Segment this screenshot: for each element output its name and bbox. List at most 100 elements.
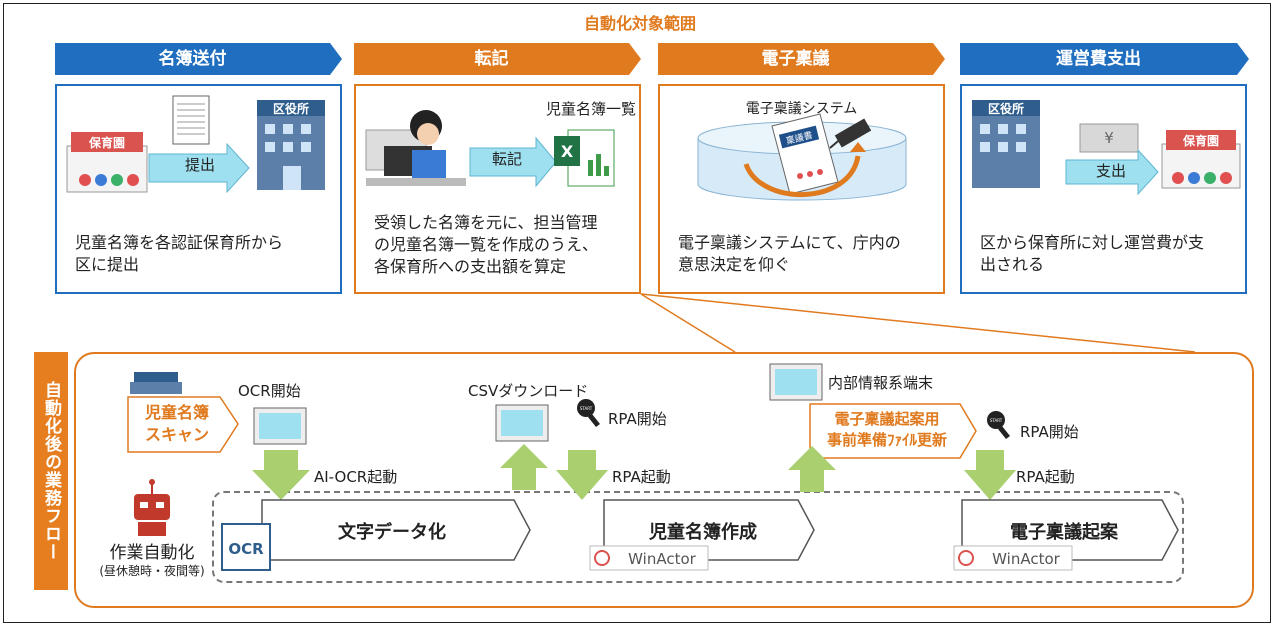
ringi-document-icon: 稟議書: [771, 113, 839, 195]
stage-desc-3: 電子稟議システムにて、庁内の 意思決定を仰ぐ: [678, 232, 901, 276]
flow-side-label: 自動化後の業務フロー: [34, 352, 68, 590]
worker-icon: [365, 110, 466, 186]
nursery-sign-1: 保育園: [88, 135, 125, 150]
excel-icon: X: [554, 129, 615, 187]
document-icon: [172, 95, 210, 145]
stage-desc-3-line-2: 意思決定を仰ぐ: [678, 255, 791, 274]
stage-desc-2-line-3: 各保育所への支出額を算定: [374, 257, 567, 276]
monitor-icon-internal: [769, 363, 823, 401]
ai-ocr-launch-label: AI-OCR起動: [314, 468, 398, 486]
up-arrow-icon-2: [788, 446, 836, 492]
rpa-start-label-1: RPA開始: [608, 410, 667, 428]
rpa-start-badge-icon-2: START: [987, 411, 1010, 439]
stage-header-shape-1: [55, 43, 342, 75]
office-sign-2: 区役所: [988, 101, 1024, 116]
rpa-start-label-2: RPA開始: [1020, 423, 1079, 441]
child-list-label: 児童名簿一覧: [546, 100, 637, 118]
ringi-prep-line-1: 電子稟議起案用: [834, 410, 940, 428]
nursery-sign-2: 保育園: [1182, 133, 1219, 148]
csv-download-label: CSVダウンロード: [468, 382, 589, 400]
stage-desc-2: 受領した名簿を元に、担当管理 の児童名簿一覧を作成のうえ、 各保育所への支出額を…: [374, 212, 598, 278]
stage-desc-4-line-1: 区から保育所に対し運営費が支: [980, 233, 1205, 252]
rpa-start-badge-icon-1: START: [577, 399, 600, 427]
rpa-launch-label-2: RPA起動: [1016, 468, 1075, 486]
winactor-logo-icon-2: WinActor: [953, 545, 1073, 571]
monitor-icon-ocr: [253, 407, 307, 445]
payment-arrow-icon: [1065, 148, 1159, 196]
process-label-3: 電子稟議起案: [1010, 522, 1118, 543]
stage-title-3: 電子稟議: [761, 49, 830, 69]
start-badge-text-2: START: [990, 418, 1003, 423]
stage-title-1: 名簿送付: [158, 49, 227, 69]
monitor-icon-csv: [495, 404, 549, 442]
stage-desc-4: 区から保育所に対し運営費が支 出される: [980, 232, 1204, 276]
stage-desc-2-line-1: 受領した名簿を元に、担当管理: [374, 213, 598, 232]
scan-label-line-2: スキャン: [144, 425, 209, 444]
stage-headers: [55, 43, 1249, 75]
robot-icon: [134, 479, 170, 536]
transcribe-label: 転記: [491, 150, 522, 168]
ringi-prep-label: 電子稟議起案用 事前準備ﾌｧｲﾙ更新: [814, 409, 960, 451]
stage-header-shape-4: [960, 43, 1249, 75]
zoom-line-right: [640, 293, 1196, 353]
approval-flow-arrow-icon: [743, 155, 861, 197]
nursery-building-icon: [66, 132, 148, 193]
svg-text:X: X: [561, 142, 574, 161]
flow-container: [74, 352, 1254, 608]
diagram-frame: [3, 3, 1271, 623]
process-label-1: 文字データ化: [338, 522, 446, 543]
banknote-icon: ¥: [1079, 123, 1139, 153]
stage-desc-2-line-2: の児童名簿一覧を作成のうえ、: [374, 235, 599, 254]
scan-label-line-1: 児童名簿: [144, 403, 209, 422]
rpa-launch-label-1: RPA起動: [612, 468, 671, 486]
up-arrow-icon-1: [500, 444, 548, 490]
nursery-building-icon-2: [1161, 130, 1241, 189]
process-label-2: 児童名簿作成: [649, 522, 757, 543]
stage4-illustration: 区役所 ¥ 保育園: [972, 100, 1241, 196]
ocr-start-label: OCR開始: [238, 382, 301, 400]
stage-desc-1-line-2: 区に提出: [75, 255, 140, 274]
winactor-text-2: WinActor: [992, 550, 1060, 568]
winactor-text-1: WinActor: [628, 550, 696, 568]
stage-title-4: 運営費支出: [1056, 49, 1141, 69]
start-badge-text-1: START: [580, 406, 593, 411]
scanner-icon: [130, 372, 182, 394]
stage-desc-1: 児童名簿を各認証保育所から 区に提出: [75, 232, 283, 276]
robot-label: 作業自動化: [109, 543, 195, 563]
stage-title-2: 転記: [474, 49, 509, 69]
stage-header-shape-3: [658, 43, 945, 75]
hand-pen-icon: [829, 118, 872, 149]
down-arrow-icon-1: [252, 450, 310, 500]
stage-header-shape-2: [354, 43, 641, 75]
transcribe-arrow-icon: [469, 136, 557, 188]
ringi-prep-line-2: 事前準備ﾌｧｲﾙ更新: [826, 431, 947, 449]
down-arrow-icon-2: [556, 450, 608, 500]
ward-office-icon: [257, 100, 325, 190]
ringi-system-label: 電子稟議システム: [745, 101, 858, 117]
stage-desc-1-line-1: 児童名簿を各認証保育所から: [75, 233, 284, 252]
payment-label: 支出: [1095, 162, 1126, 180]
stage-box-4: 区役所 ¥ 保育園 支出 区から保育所に対し運営費が支 出される: [960, 84, 1247, 294]
robot-sub-label: (昼休憩時・夜間等): [99, 564, 205, 578]
robot-process-area: [212, 491, 1184, 583]
ward-office-icon-2: [972, 100, 1040, 188]
money-symbol: ¥: [1104, 129, 1114, 147]
stage-box-2: X 児童名簿一覧 転記 受領した名簿を元に、担当管理 の児童名簿一覧を作成のうえ…: [354, 84, 641, 294]
stage1-illustration: 保育園 区役所: [66, 95, 325, 194]
stage-desc-4-line-2: 出される: [980, 255, 1045, 274]
winactor-logo-icon-1: WinActor: [589, 545, 709, 571]
scan-shape: [127, 396, 239, 453]
scope-title: 自動化対象範囲: [583, 14, 696, 33]
stage-box-3: 電子稟議システム 稟議書 電子稟議システムにて、庁内の 意思決定を仰ぐ: [658, 84, 945, 294]
submit-label: 提出: [184, 156, 215, 174]
stage-desc-3-line-1: 電子稟議システムにて、庁内の: [678, 233, 901, 252]
down-arrow-icon-3: [964, 450, 1016, 500]
zoom-line-left: [640, 293, 736, 353]
ocr-logo-icon: OCR: [221, 523, 271, 571]
submit-arrow-icon: [148, 142, 250, 194]
scan-label: 児童名簿 スキャン: [132, 402, 222, 446]
stage-box-1: 保育園 区役所 提出 児童名簿を各認証保育所から 区に提出: [55, 84, 342, 294]
stage2-illustration: X: [365, 110, 615, 188]
